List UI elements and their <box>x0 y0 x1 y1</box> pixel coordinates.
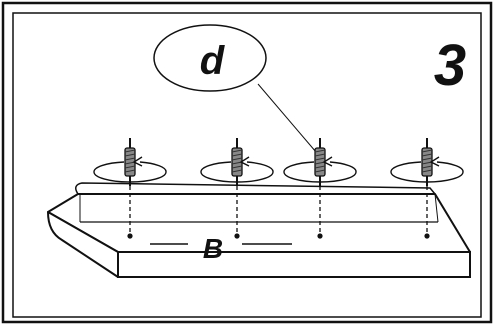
rotation-arrow-front <box>283 161 357 183</box>
rotation-arrow-back <box>390 161 422 173</box>
rotation-arrow-back <box>200 161 232 173</box>
screw-hole <box>317 233 323 239</box>
board-label: B <box>203 233 223 264</box>
rotation-arrow-back <box>283 161 315 173</box>
screw-thread <box>421 165 433 169</box>
rotation-arrow-front <box>390 161 464 183</box>
screw-thread <box>314 157 326 161</box>
clockwise-rotation-arrow-icon <box>239 156 250 167</box>
screw-thread <box>231 149 243 153</box>
inner-frame <box>12 12 482 318</box>
screw-thread <box>231 153 243 157</box>
screw-hole <box>127 233 133 239</box>
clockwise-rotation-arrow-icon <box>429 156 440 167</box>
board-left-edge <box>47 211 119 278</box>
rotation-arrow-front <box>200 161 274 183</box>
callout-d: d <box>153 24 317 153</box>
rotation-arrow-back <box>93 161 125 173</box>
screw-hole <box>424 233 430 239</box>
screw-hole <box>234 233 240 239</box>
board-b: B <box>47 182 471 278</box>
screw-thread <box>421 149 433 153</box>
board-groove-end-right <box>434 193 439 223</box>
screw-thread <box>421 153 433 157</box>
board-back-lip <box>75 182 436 195</box>
screw-thread <box>124 165 136 169</box>
callout-leader-line <box>257 83 317 153</box>
screw-thread <box>314 149 326 153</box>
screw-thread <box>421 169 433 173</box>
screw-thread <box>124 169 136 173</box>
screw-assembly-1 <box>93 138 167 239</box>
clockwise-rotation-arrow-icon <box>132 156 143 167</box>
screw-thread <box>421 157 433 161</box>
screw-thread <box>231 157 243 161</box>
screws-group <box>93 138 464 239</box>
screw-thread <box>231 169 243 173</box>
rotation-arrow-front <box>93 161 167 183</box>
screw-assembly-4 <box>390 138 464 239</box>
screw-assembly-2 <box>200 138 274 239</box>
screw-thread <box>124 149 136 153</box>
board-front-face <box>117 251 471 278</box>
screw-thread <box>314 153 326 157</box>
screw-thread <box>314 169 326 173</box>
screw-thread <box>124 153 136 157</box>
callout-label: d <box>200 39 226 83</box>
clockwise-rotation-arrow-icon <box>322 156 333 167</box>
screw-thread <box>314 165 326 169</box>
step-number: 3 <box>434 33 466 98</box>
callout-bubble <box>153 24 267 92</box>
screw-assembly-3 <box>283 138 357 239</box>
screw-thread <box>231 165 243 169</box>
screw-thread <box>124 157 136 161</box>
